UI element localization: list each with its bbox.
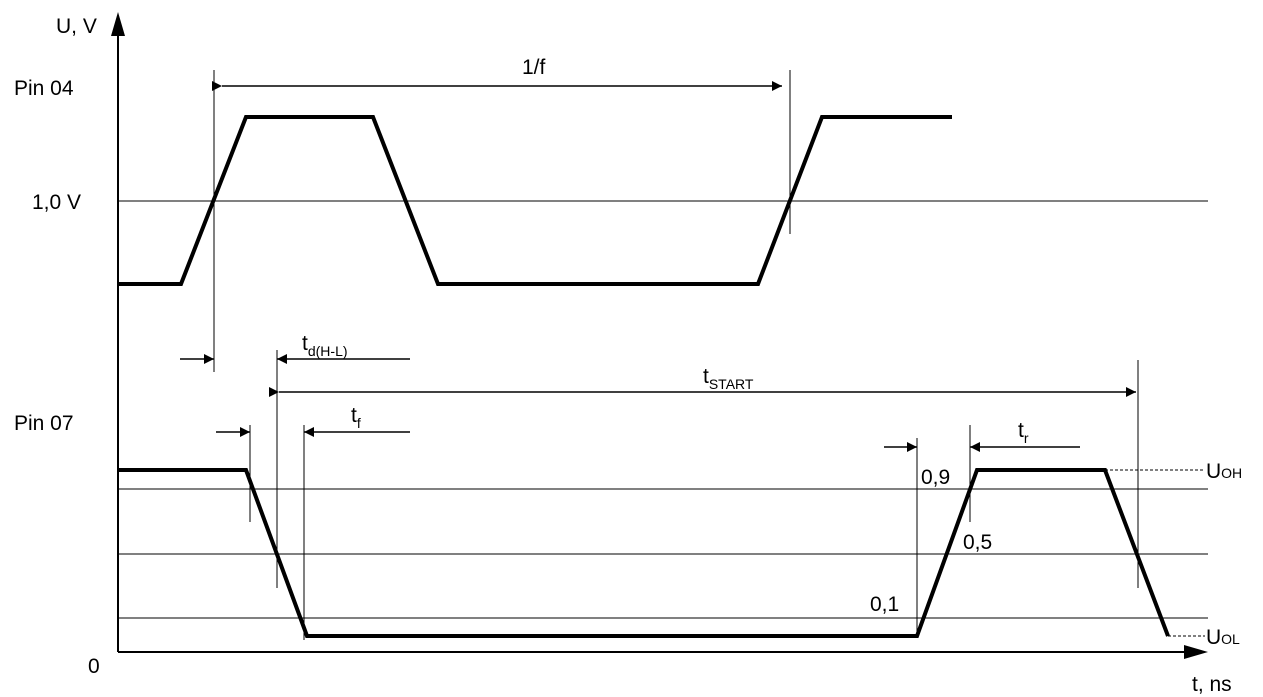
x-axis-label: t, ns: [1192, 673, 1232, 696]
uoh-label-sub: OH: [1221, 465, 1242, 481]
level-0-9-label: 0,9: [921, 466, 950, 489]
uol-label-sub: OL: [1221, 631, 1240, 647]
rise-label: tr: [1018, 419, 1029, 446]
uol-label-main: U: [1206, 626, 1221, 649]
x-axis-arrow-icon: [1184, 645, 1208, 659]
pin04-waveform: [118, 115, 952, 286]
start-label: tSTART: [703, 365, 754, 392]
threshold-label: 1,0 V: [32, 191, 81, 214]
y-axis-label: U, V: [56, 15, 97, 38]
start-label-main: t: [703, 365, 709, 388]
level-0-1-label: 0,1: [870, 593, 899, 616]
uol-label: UOL: [1206, 626, 1240, 649]
y-axis-arrow-icon: [111, 12, 125, 36]
pin07-label: Pin 07: [14, 412, 74, 435]
fall-label: tf: [351, 404, 361, 431]
start-label-sub: START: [709, 376, 754, 392]
fall-label-sub: f: [357, 415, 361, 431]
rise-label-sub: r: [1024, 430, 1029, 446]
period-label: 1/f: [522, 56, 546, 79]
rise-label-main: t: [1018, 419, 1024, 442]
origin-label: 0: [88, 655, 100, 678]
pin07-waveform: [118, 468, 1170, 638]
uoh-label-main: U: [1206, 460, 1221, 483]
delay-label: td(H-L): [302, 332, 348, 359]
delay-label-sub: d(H-L): [308, 343, 348, 359]
level-0-5-label: 0,5: [963, 531, 992, 554]
fall-label-main: t: [351, 404, 357, 427]
pin04-label: Pin 04: [14, 77, 74, 100]
uoh-label: UOH: [1206, 460, 1242, 483]
delay-label-main: t: [302, 332, 308, 355]
